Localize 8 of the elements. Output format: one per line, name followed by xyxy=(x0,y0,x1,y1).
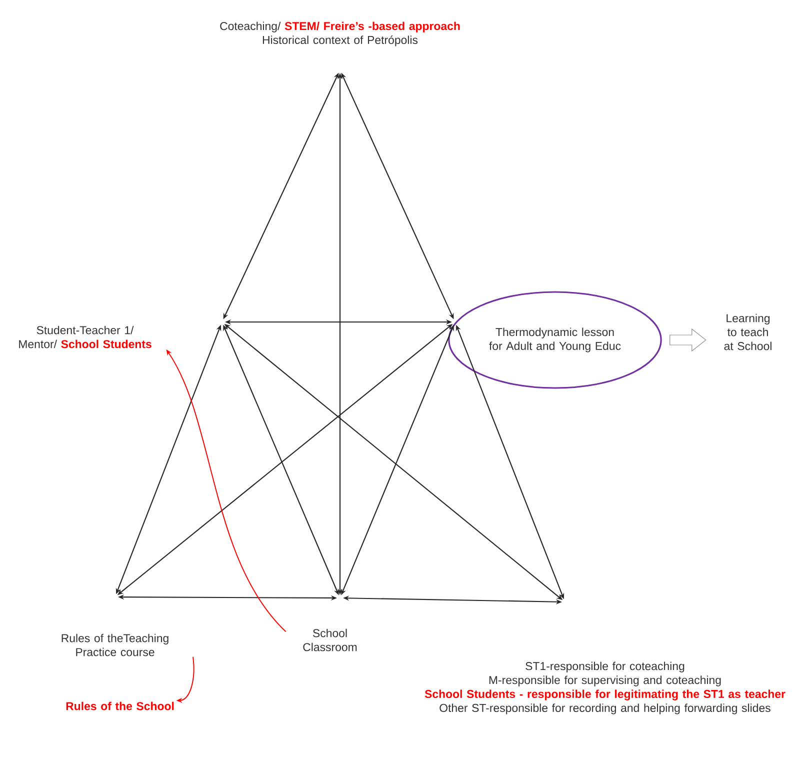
activity-label: School Classroom xyxy=(303,628,357,652)
activity-label: Coteaching/ STEM/ Freire’s -based approach Historical context of Petrópolis xyxy=(220,22,460,46)
activity-label: Rules of theTeaching Practice course xyxy=(62,634,168,656)
arrow xyxy=(670,328,706,352)
activity-label: Student-Teacher 1/ Mentor/ School Students xyxy=(19,326,152,348)
activity-label: ST1-responsible for coteaching M-responsible for supervising and coteaching School Students - responsible for legitimating the ST1 as teacher Other ST-responsible for recording and helping forwarding slides xyxy=(424,662,786,714)
outcome-label: Learning to teach at School xyxy=(724,314,772,350)
activity-label: Rules of the School xyxy=(66,702,174,710)
